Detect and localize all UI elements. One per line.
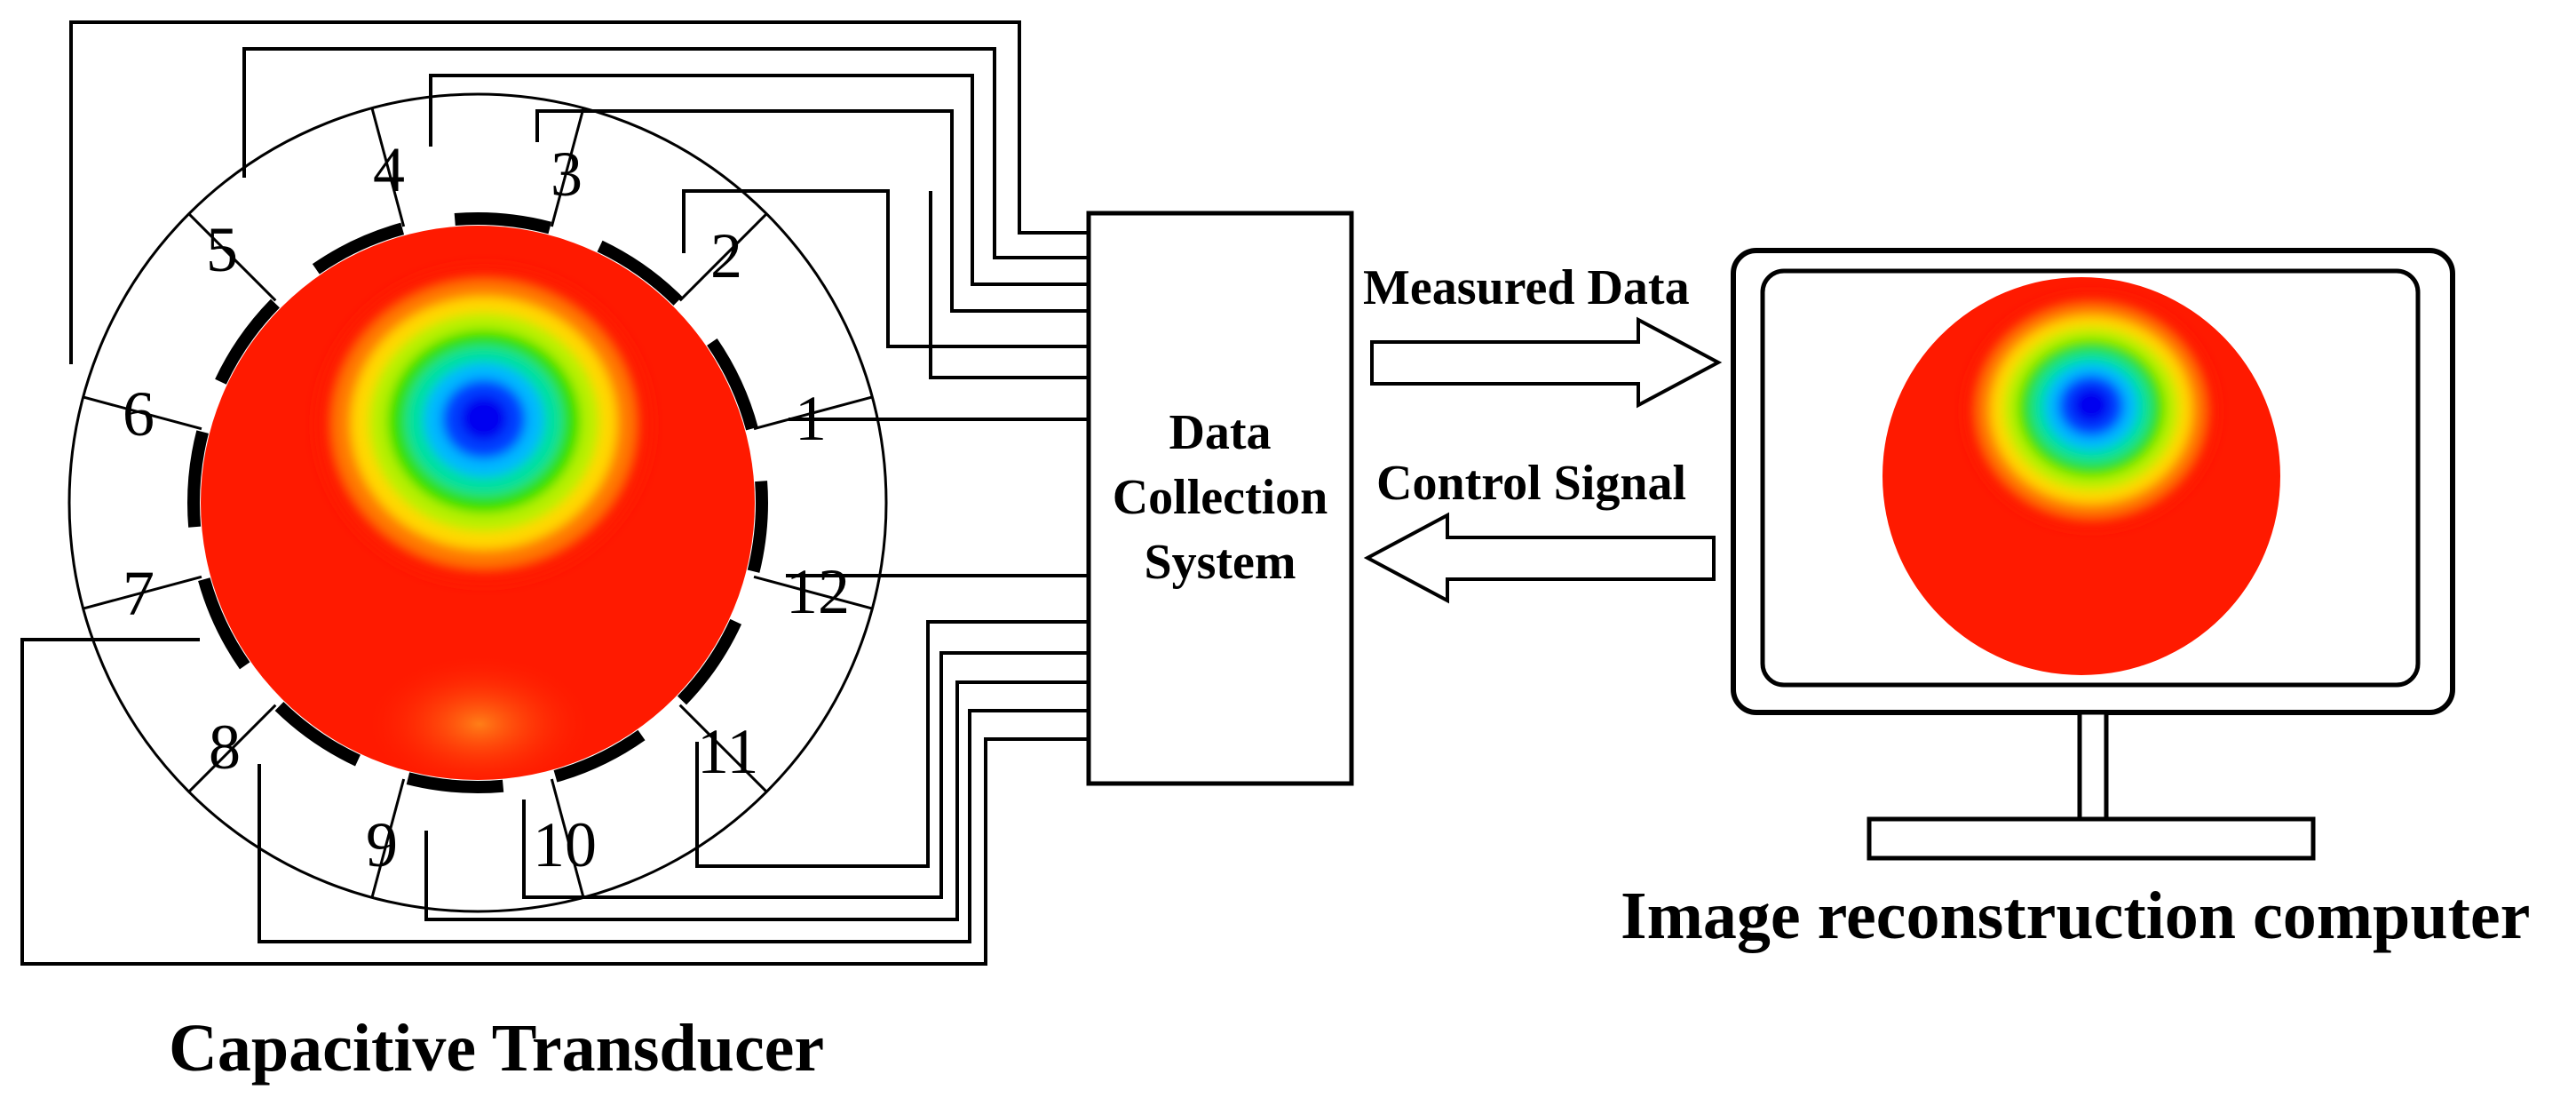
electrode-label-10: 10 [533,809,597,880]
electrode-separator [550,778,585,898]
electrode-labels: 1 2 3 4 5 6 7 8 9 10 11 12 [123,134,850,880]
monitor-neck [2077,710,2109,822]
electrode-label-11: 11 [697,716,758,787]
electrode-label-7: 7 [123,558,155,629]
electrode-separator [678,704,768,793]
computer-caption: Image reconstruction computer [1621,879,2530,953]
tomogram-level-ring [460,395,508,442]
electrode-separator [678,212,768,302]
control-signal-arrow: Control Signal [1363,456,1716,604]
electrode-label-2: 2 [710,220,742,291]
electrode-separator [187,704,277,793]
electrode-label-5: 5 [206,214,238,285]
electrode-label-9: 9 [366,809,398,880]
measured-data-label: Measured Data [1363,260,1690,315]
electrode-separator [370,107,406,227]
electrode-label-3: 3 [551,139,583,210]
electrode-label-6: 6 [123,378,155,450]
electrode-label-12: 12 [786,556,850,627]
measured-data-arrow: Measured Data [1363,260,1723,409]
electrode-label-4: 4 [373,134,405,205]
transducer-caption: Capacitive Transducer [169,1011,824,1086]
reconstruction-computer: Image reconstruction computer [1621,248,2530,953]
electrode-separator [550,107,585,227]
screen-tomogram-image [1882,277,2280,675]
electrode-separator [753,575,873,610]
electrode-separators [83,107,873,898]
electrode-separator [83,395,202,431]
monitor-base [1867,816,2316,861]
tomogram-level-ring [2072,386,2111,424]
electrode-separator [753,395,873,431]
electrode-separator [187,212,277,302]
dcs-label-line3: System [1144,535,1296,590]
data-collection-system: Data Collection System [1086,211,1354,786]
sensor-outer-circle [67,92,888,913]
capacitive-transducer: 1 2 3 4 5 6 7 8 9 10 11 12 Capacitive Tr… [67,92,888,1086]
electrode-ring [187,212,768,793]
control-signal-label: Control Signal [1376,456,1686,511]
electrode-separator [370,778,406,898]
electrode-wiring [20,20,1089,966]
sensor-tomogram-image [201,226,755,780]
electrode-label-8: 8 [209,712,241,783]
electrode-separator [83,575,202,610]
dcs-label-line1: Data [1169,405,1271,460]
dcs-label-line2: Collection [1113,470,1328,525]
dcs-box [1086,211,1354,786]
